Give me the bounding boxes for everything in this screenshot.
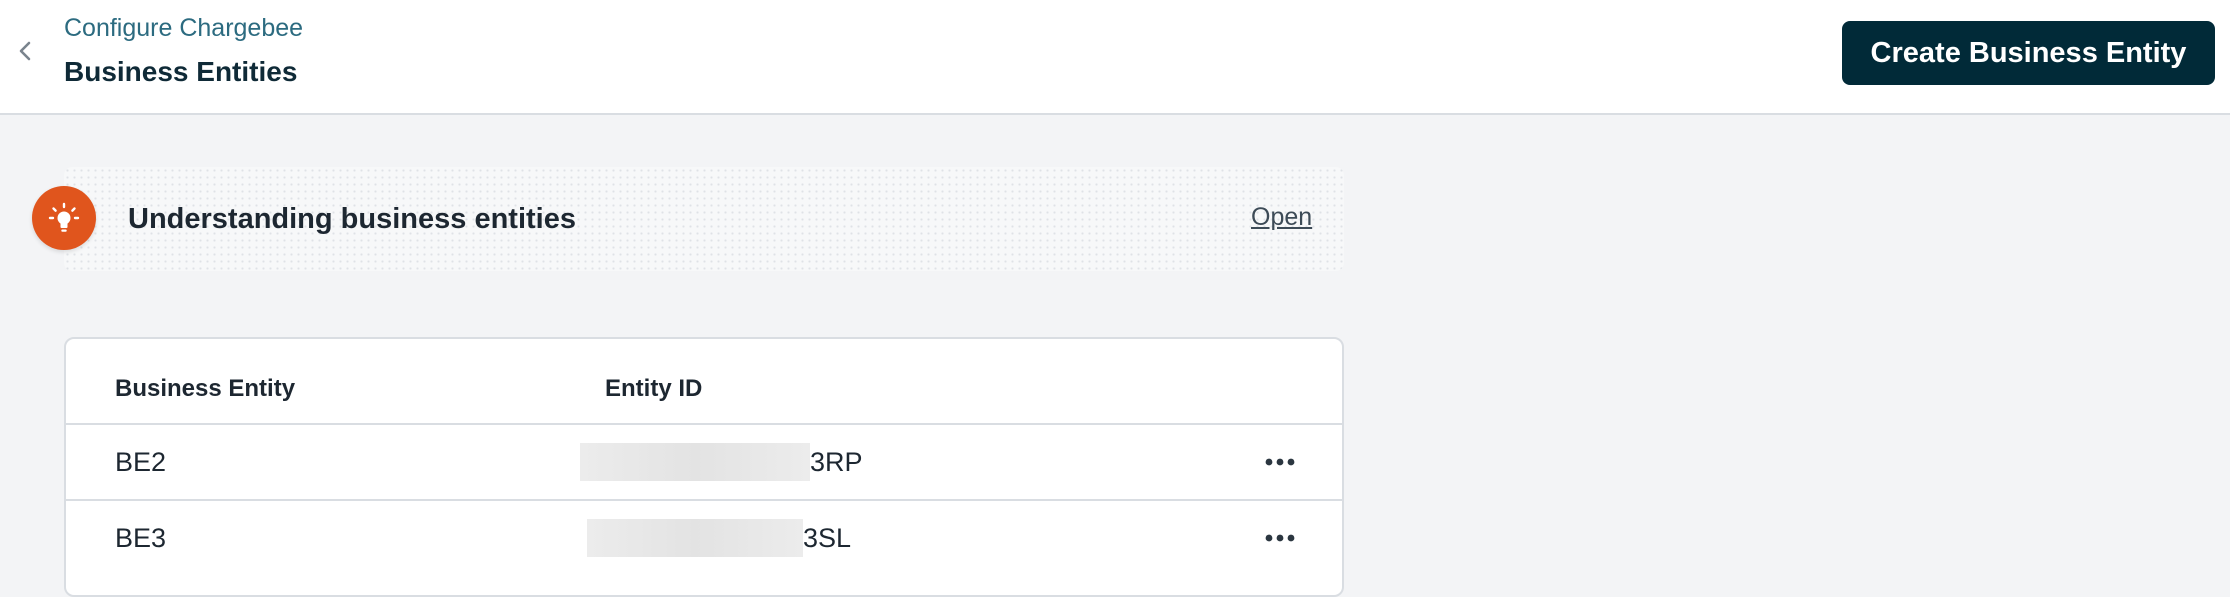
page-title: Business Entities: [64, 56, 298, 87]
lightbulb-icon: [32, 186, 96, 250]
column-header-entity-id: Entity ID: [605, 375, 703, 402]
entity-id: 3SL: [803, 523, 852, 553]
entity-id: 3RP: [810, 447, 863, 477]
column-header-business-entity: Business Entity: [115, 375, 296, 402]
banner-open-link[interactable]: Open: [1251, 203, 1313, 231]
row-actions-button[interactable]: [1262, 447, 1298, 477]
redacted-entity-id: [580, 443, 810, 481]
more-horizontal-icon: [1265, 534, 1295, 542]
row-actions-button[interactable]: [1262, 523, 1298, 553]
table-row[interactable]: BE3 3SL: [66, 499, 1342, 575]
info-banner: [64, 167, 1344, 271]
business-entity-name: BE3: [115, 523, 167, 553]
back-button[interactable]: [10, 34, 40, 68]
business-entity-name: BE2: [115, 447, 167, 477]
chevron-left-icon: [19, 41, 31, 61]
redacted-entity-id: [587, 519, 803, 557]
business-entities-table: Business Entity Entity ID BE2 3RP BE3 3S…: [64, 337, 1344, 597]
create-business-entity-button[interactable]: Create Business Entity: [1842, 21, 2215, 85]
breadcrumb-link[interactable]: Configure Chargebee: [64, 14, 304, 42]
table-row[interactable]: BE2 3RP: [66, 423, 1342, 499]
banner-title: Understanding business entities: [128, 203, 576, 235]
more-horizontal-icon: [1265, 458, 1295, 466]
page-header: Configure Chargebee Business Entities Cr…: [0, 0, 2230, 115]
